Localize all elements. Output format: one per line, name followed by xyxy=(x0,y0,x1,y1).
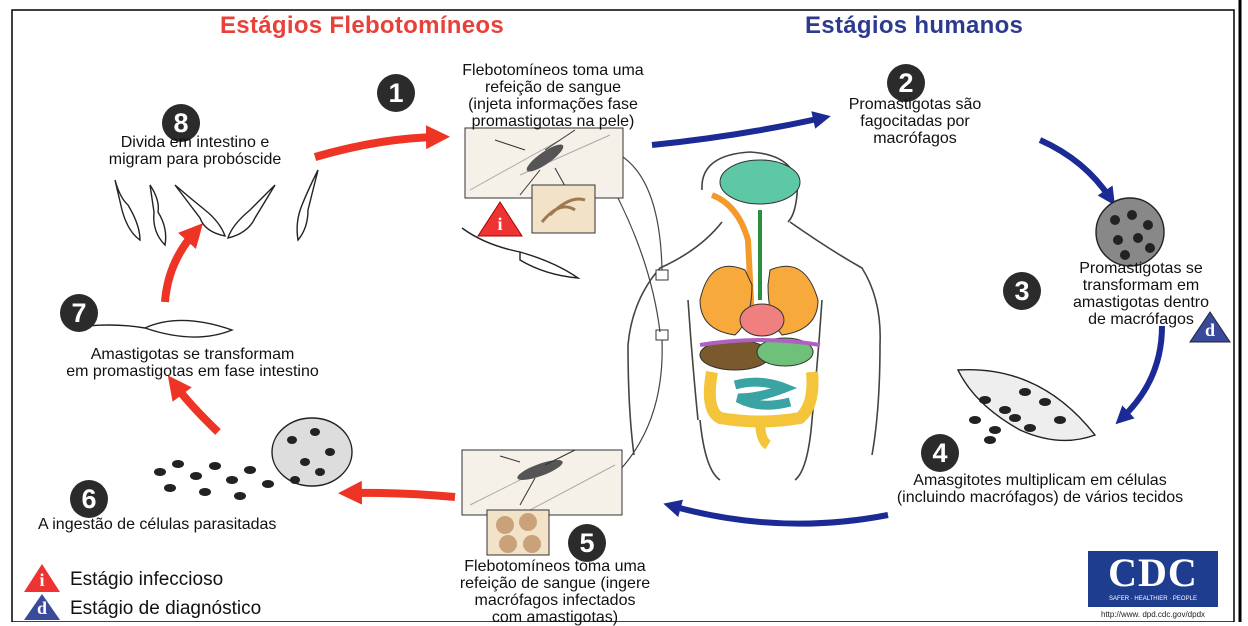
legend-diagnostic-label: Estágio de diagnóstico xyxy=(70,598,261,620)
step-1-line-2: refeição de sangue xyxy=(418,79,688,96)
cdc-logo: CDC SAFER · HEALTHIER · PEOPLE xyxy=(1088,551,1218,607)
sandfly-stages-header: Estágios Flebotomíneos xyxy=(220,12,504,40)
step-3-line-2: transformam em xyxy=(1046,277,1236,294)
infected-tissue-stage-4 xyxy=(958,370,1095,444)
skin-marker-upper xyxy=(656,270,668,280)
sandfly-bite-box-1 xyxy=(465,128,623,233)
step-4-line-1: Amasgitotes multiplicam em células xyxy=(840,472,1240,489)
skin-marker-lower xyxy=(656,330,668,340)
step-5-text: Flebotomíneos toma uma refeição de sangu… xyxy=(415,558,695,626)
step-2-line-1: Promastigotas são xyxy=(810,96,1020,113)
step-3-line-3: amastigotas dentro xyxy=(1046,294,1236,311)
step-6-line-1: A ingestão de células parasitadas xyxy=(38,516,368,533)
arrow-3-to-4 xyxy=(1122,326,1162,418)
step-5-line-1: Flebotomíneos toma uma xyxy=(415,558,695,575)
connector-box5 xyxy=(620,340,662,470)
step-6-text: A ingestão de células parasitadas xyxy=(38,516,368,533)
brain-organ xyxy=(720,160,800,204)
step-8-text: Divida em intestino e migram para probós… xyxy=(70,134,320,168)
step-4-line-2: (incluindo macrófagos) de vários tecidos xyxy=(840,489,1240,506)
step-1-line-4: promastigotas na pele) xyxy=(418,113,688,130)
step-3-line-4: de macrófagos xyxy=(1046,311,1236,328)
step-3-line-1: Promastigotas se xyxy=(1046,260,1236,277)
step-4-text: Amasgitotes multiplicam em células (incl… xyxy=(840,472,1240,506)
step-7-line-2: em promastigotas em fase intestino xyxy=(20,363,365,380)
legend-diagnostic-letter: d xyxy=(34,600,50,617)
small-intestine-organ xyxy=(735,382,790,405)
step-1-text: Flebotomíneos toma uma refeição de sangu… xyxy=(418,62,688,130)
legend-infective-letter: i xyxy=(34,572,50,589)
macrophage-stage-2 xyxy=(1096,198,1164,266)
heart-organ xyxy=(740,304,784,336)
promastigotes-stage-8 xyxy=(115,170,318,245)
arrow-2-to-3 xyxy=(1040,140,1110,198)
step-4-badge: 4 xyxy=(921,434,959,472)
infective-icon-letter: i xyxy=(492,216,508,233)
arrow-6-to-7 xyxy=(175,385,218,432)
step-6-badge: 6 xyxy=(70,480,108,518)
cdc-url: http://www. dpd.cdc.gov/dpdx xyxy=(1082,610,1224,619)
step-1-line-1: Flebotomíneos toma uma xyxy=(418,62,688,79)
step-8-line-1: Divida em intestino e xyxy=(70,134,320,151)
cdc-logo-text: CDC xyxy=(1088,551,1218,595)
arrow-7-to-8 xyxy=(165,232,195,302)
step-2-line-3: macrófagos xyxy=(810,130,1020,147)
step-7-badge: 7 xyxy=(60,294,98,332)
cdc-logo-tagline: SAFER · HEALTHIER · PEOPLE xyxy=(1088,595,1218,603)
step-3-badge: 3 xyxy=(1003,272,1041,310)
step-5-line-3: macrófagos infectados xyxy=(415,592,695,609)
step-1-line-3: (injeta informações fase xyxy=(418,96,688,113)
step-1-badge: 1 xyxy=(377,74,415,112)
arrow-8-to-1 xyxy=(315,137,438,157)
human-stages-header: Estágios humanos xyxy=(805,12,1023,40)
step-5-line-2: refeição de sangue (ingere xyxy=(415,575,695,592)
step-2-text: Promastigotas são fagocitadas por macróf… xyxy=(810,96,1020,147)
parasitized-cells-stage-6 xyxy=(154,418,352,500)
step-5-line-4: com amastigotas) xyxy=(415,609,695,626)
step-8-line-2: migram para probóscide xyxy=(70,151,320,168)
legend-infective-label: Estágio infeccioso xyxy=(70,569,223,591)
step-3-text: Promastigotas se transformam em amastigo… xyxy=(1046,260,1236,328)
step-7-text: Amastigotas se transformam em promastigo… xyxy=(20,346,365,380)
step-5-badge: 5 xyxy=(568,524,606,562)
step-2-line-2: fagocitadas por xyxy=(810,113,1020,130)
step-7-line-1: Amastigotas se transformam xyxy=(20,346,365,363)
arrow-4-to-5 xyxy=(672,506,888,524)
arrow-5-to-6 xyxy=(350,493,455,497)
